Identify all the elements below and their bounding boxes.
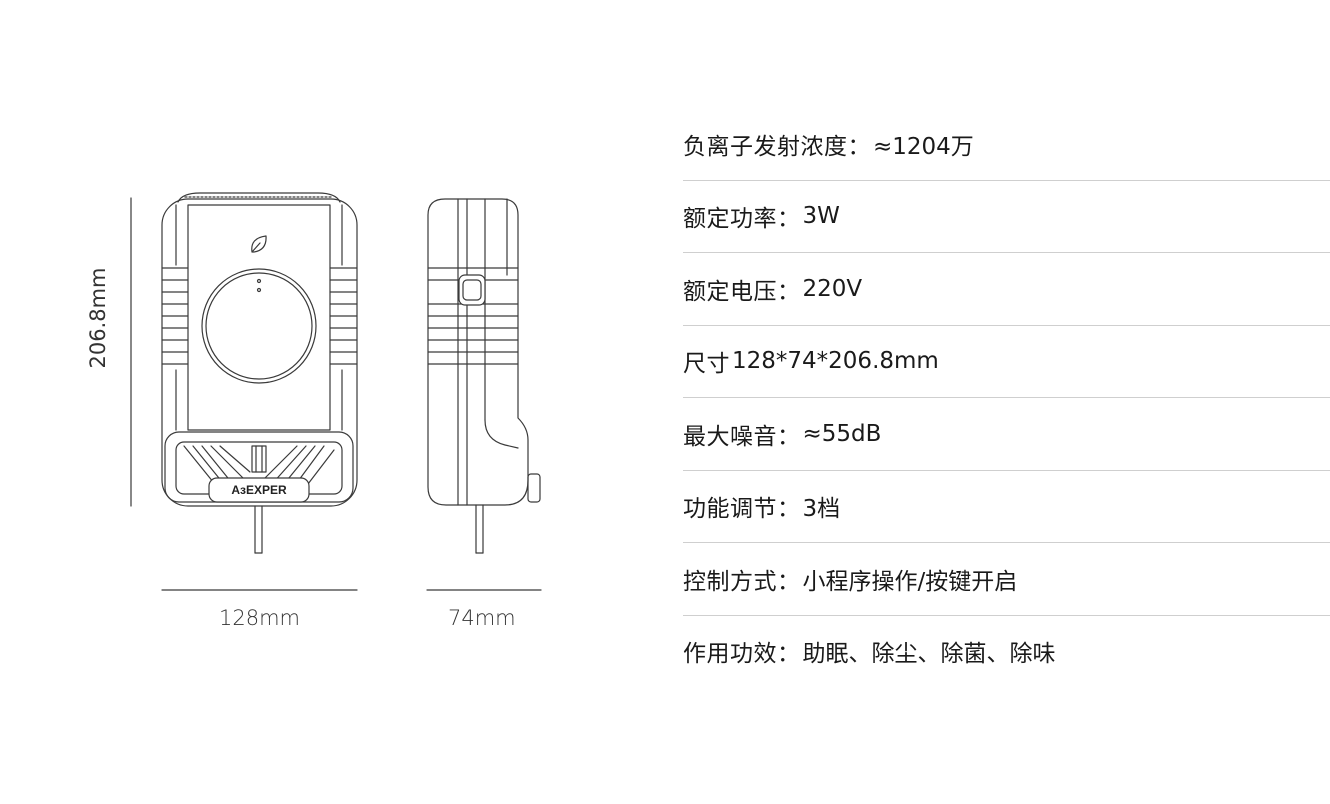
spec-label: 控制方式： — [683, 568, 801, 595]
left-ribs — [161, 267, 189, 365]
spec-row-control-method: 控制方式： 小程序操作/按键开启 — [683, 543, 1330, 616]
spec-row-effects: 作用功效： 助眠、除尘、除菌、除味 — [683, 616, 1330, 688]
spec-row-rated-power: 额定功率： 3W — [683, 181, 1330, 253]
spec-label: 作用功效： — [683, 641, 801, 668]
product-drawing: AɜEXPER 206.8mm 128mm 74mm — [0, 0, 660, 800]
spec-label: 负离子发射浓度： — [683, 133, 871, 160]
spec-row-function-levels: 功能调节： 3档 — [683, 471, 1330, 543]
front-view — [161, 192, 358, 554]
dial-outer — [201, 268, 317, 384]
brand-logo: AɜEXPER — [231, 483, 287, 497]
spec-value: 小程序操作/按键开启 — [802, 568, 1018, 595]
spec-row-ion-concentration: 负离子发射浓度： ≈1204万 — [683, 108, 1330, 181]
plug-prong — [527, 473, 541, 503]
spec-value: 128*74*206.8mm — [732, 348, 939, 375]
side-body-outline — [427, 198, 529, 506]
spec-value: ≈1204万 — [873, 133, 974, 160]
spec-label: 功能调节： — [683, 496, 801, 523]
spec-label: 最大噪音： — [683, 423, 801, 450]
spec-value: 3W — [802, 203, 840, 230]
leaf-icon — [251, 235, 267, 253]
spec-value: ≈55dB — [802, 420, 882, 447]
logo-plate — [208, 477, 310, 503]
spec-row-rated-voltage: 额定电压： 220V — [683, 253, 1330, 326]
spec-row-size: 尺寸 128*74*206.8mm — [683, 326, 1330, 398]
top-vent — [177, 192, 341, 203]
spec-value: 助眠、除尘、除菌、除味 — [802, 641, 1056, 668]
side-view — [427, 198, 541, 554]
spec-row-max-noise: 最大噪音： ≈55dB — [683, 398, 1330, 471]
device-line-drawing — [130, 192, 542, 591]
spec-label: 尺寸 — [683, 351, 730, 378]
front-body-outline — [161, 198, 358, 507]
right-ribs — [329, 267, 358, 365]
spec-value: 3档 — [802, 496, 841, 523]
front-panel — [187, 204, 331, 431]
spec-value: 220V — [802, 275, 863, 302]
side-button — [458, 274, 486, 306]
spec-list: 负离子发射浓度： ≈1204万 额定功率： 3W 额定电压： 220V 尺寸 1… — [683, 108, 1330, 687]
depth-dimension-label: 74mm — [448, 606, 516, 630]
width-dimension-label: 128mm — [219, 606, 300, 630]
spec-label: 额定功率： — [683, 206, 801, 233]
spec-label: 额定电压： — [683, 278, 801, 305]
height-dimension-label: 206.8mm — [86, 267, 110, 369]
